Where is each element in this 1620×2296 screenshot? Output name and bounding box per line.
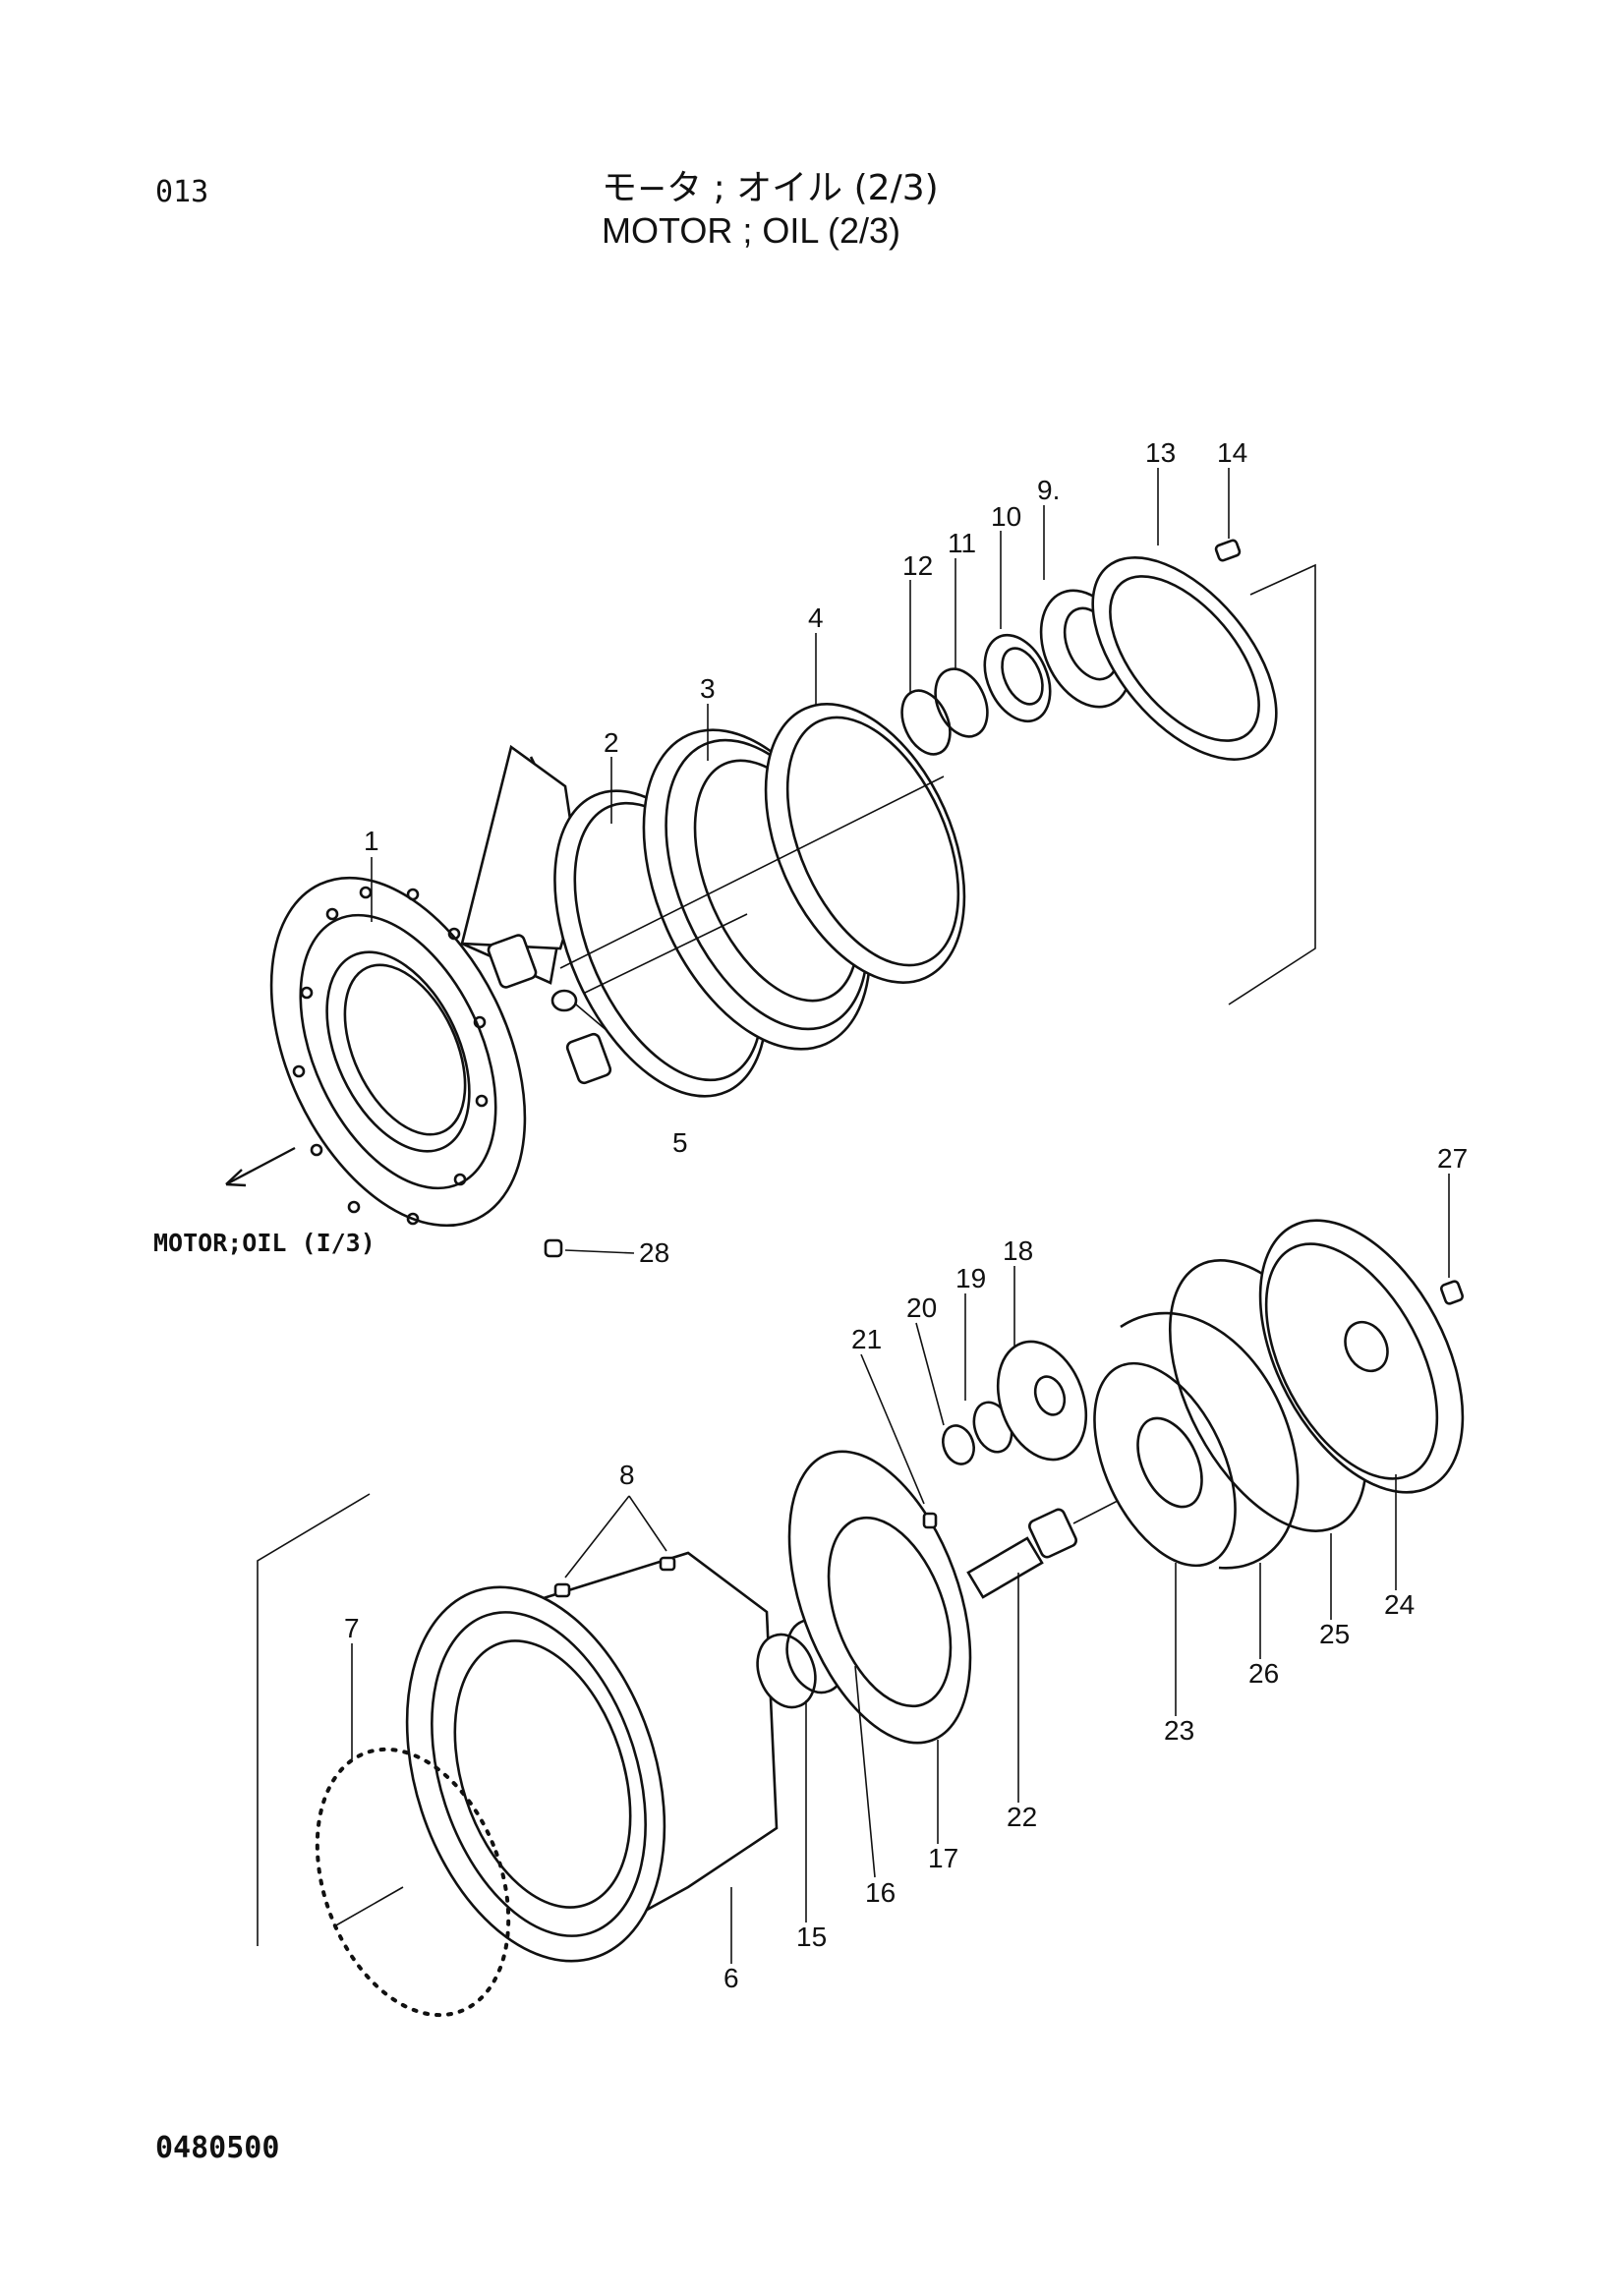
page-title-japanese: モ−タ ; オイル (2/3) bbox=[602, 168, 939, 208]
callout-12: 12 bbox=[902, 550, 933, 581]
part-20-thrust-washer bbox=[942, 1424, 975, 1465]
reference-label: MOTOR;OIL (I/3) bbox=[153, 1229, 376, 1257]
part-7-ball-ring bbox=[315, 1747, 511, 2018]
part-17-carrier bbox=[787, 1450, 972, 1745]
callout-20: 20 bbox=[906, 1292, 937, 1323]
page-number: 013 bbox=[155, 175, 209, 209]
callout-1: 1 bbox=[364, 826, 379, 856]
callout-22: 22 bbox=[1007, 1802, 1037, 1832]
assembly-boundary-lower bbox=[257, 1493, 371, 1946]
part-13-plate bbox=[1091, 556, 1278, 761]
part-11-ring bbox=[934, 667, 989, 738]
callout-21: 21 bbox=[851, 1324, 882, 1354]
part-28-screw bbox=[544, 1238, 563, 1258]
callout-23: 23 bbox=[1164, 1715, 1194, 1746]
callout-6: 6 bbox=[723, 1963, 739, 1993]
callout-26: 26 bbox=[1248, 1658, 1279, 1689]
callout-16: 16 bbox=[865, 1877, 896, 1908]
part-18-planet-gear bbox=[996, 1340, 1088, 1462]
part-24-cover bbox=[1258, 1219, 1465, 1494]
callout-9: 9. bbox=[1037, 475, 1060, 505]
part-4-retainer bbox=[764, 703, 966, 984]
part-27-plug bbox=[1439, 1280, 1465, 1305]
part-14-bolt bbox=[1214, 539, 1242, 562]
callout-28: 28 bbox=[639, 1237, 669, 1268]
part-6-ring-gear-housing bbox=[405, 1551, 779, 1963]
callout-24: 24 bbox=[1384, 1589, 1415, 1620]
callout-15: 15 bbox=[796, 1922, 827, 1952]
axis-line-upper bbox=[559, 775, 945, 969]
footer-code: 0480500 bbox=[155, 2131, 280, 2165]
callouts: 1 2 3 4 5 6 7 8 9. 10 11 12 13 14 15 16 … bbox=[344, 437, 1468, 1993]
callout-17: 17 bbox=[928, 1843, 958, 1873]
callout-13: 13 bbox=[1145, 437, 1176, 468]
part-26-snap-ring bbox=[1120, 1311, 1300, 1570]
part-21-pin bbox=[922, 1512, 938, 1529]
callout-14: 14 bbox=[1217, 437, 1247, 468]
callout-3: 3 bbox=[700, 673, 716, 704]
part-1-housing-flange bbox=[269, 744, 612, 1228]
part-10-needle-bearing bbox=[983, 633, 1052, 723]
reference-arrow bbox=[225, 1146, 296, 1187]
part-23-thrust-plate bbox=[1093, 1361, 1237, 1568]
callout-19: 19 bbox=[955, 1263, 986, 1293]
callout-8: 8 bbox=[619, 1460, 635, 1490]
part-15-bearing bbox=[756, 1618, 846, 1709]
callout-5: 5 bbox=[672, 1127, 688, 1158]
page-title-english: MOTOR ; OIL (2/3) bbox=[602, 210, 901, 251]
assembly-boundary-upper bbox=[1228, 563, 1316, 1005]
callout-11: 11 bbox=[948, 528, 976, 558]
callout-2: 2 bbox=[604, 727, 619, 758]
part-22-sun-gear-shaft bbox=[966, 1483, 1151, 1599]
callout-10: 10 bbox=[991, 501, 1021, 532]
callout-7: 7 bbox=[344, 1613, 360, 1643]
callout-4: 4 bbox=[808, 603, 824, 633]
callout-18: 18 bbox=[1003, 1235, 1033, 1266]
part-8-plugs bbox=[553, 1556, 676, 1598]
part-12-snap-ring bbox=[900, 689, 952, 756]
callout-25: 25 bbox=[1319, 1619, 1350, 1649]
callout-27: 27 bbox=[1437, 1143, 1468, 1174]
